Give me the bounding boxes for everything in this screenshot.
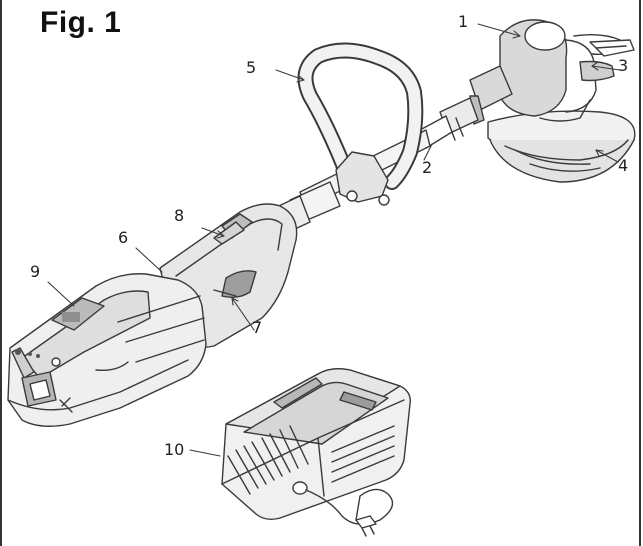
callout-4: 4: [618, 156, 629, 175]
callout-2: 2: [422, 158, 433, 177]
callout-7: 7: [252, 318, 263, 337]
frame-left-border: [0, 0, 2, 546]
d-handle: [297, 42, 424, 206]
guard-blade-edge: [589, 39, 635, 57]
figure-title: Fig. 1: [40, 6, 122, 39]
callout-10: 10: [164, 440, 185, 459]
trimmer-guard: [487, 110, 636, 183]
callout-9: 9: [30, 262, 41, 281]
callout-3: 3: [618, 56, 629, 75]
trimmer-motor-housing: [499, 19, 629, 122]
callout-5: 5: [246, 58, 257, 77]
callout-8: 8: [174, 206, 185, 225]
callout-6: 6: [118, 228, 129, 247]
callout-1: 1: [458, 12, 469, 31]
battery-charger: [221, 367, 411, 537]
battery-housing: [7, 273, 207, 427]
leader-lines: [47, 23, 621, 457]
frame-right-border: [639, 0, 641, 546]
